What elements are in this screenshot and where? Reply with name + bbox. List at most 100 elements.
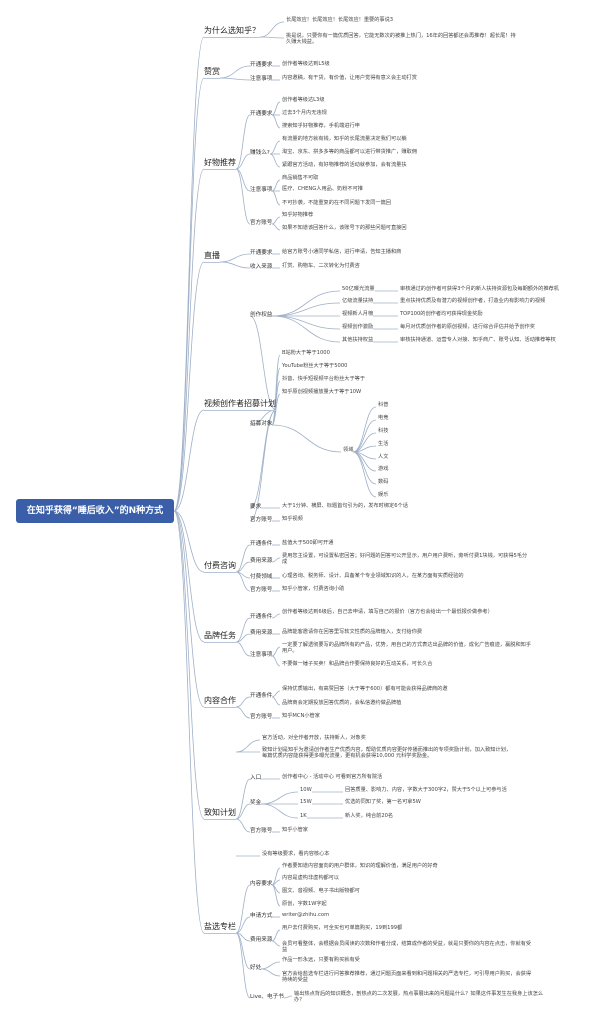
connector-line bbox=[235, 696, 251, 708]
sub-topic: 收入来源 bbox=[250, 264, 273, 270]
leaf-text: 没有等级要求，看内容核心本 bbox=[262, 851, 330, 857]
leaf-text: YouTube粉丝大于等于5000 bbox=[282, 363, 348, 369]
leaf-text: 一定要了解透彻要写的品牌所有的产品，优势，用自己的方式表达出品牌的价值，成化广告… bbox=[282, 642, 532, 654]
leaf-text: 搜索知乎好物推荐，手机端进行申 bbox=[282, 123, 360, 129]
connector-line bbox=[271, 655, 281, 667]
leaf-text: 有流量的地方就有钱，知乎的长尾流量决定我们可以躺 bbox=[282, 136, 407, 142]
sub-topic: 入口 bbox=[250, 775, 262, 781]
domain-label: 领域 bbox=[343, 447, 354, 453]
leaf-text: 品牌商会定期投放回答优质的，会私信邀约做品牌植 bbox=[282, 700, 402, 706]
pair-key: 50亿曝光流量 bbox=[342, 286, 375, 292]
sub-topic: 注意事项 bbox=[250, 652, 273, 658]
sub-topic: 注意事项 bbox=[250, 76, 273, 82]
pair-value: 优选的同知了奖，第一名可拿5W bbox=[345, 799, 421, 805]
connector-line bbox=[235, 778, 251, 820]
leaf-text: 创作者等级达到L5级 bbox=[282, 61, 330, 67]
connector-line bbox=[249, 409, 277, 522]
leaf-text: 内容是虚构非虚构都可以 bbox=[282, 875, 340, 881]
sub-topic: 官方账号 bbox=[250, 828, 273, 834]
sub-topic: 要求 bbox=[250, 504, 262, 510]
sub-topic: 奖金 bbox=[250, 800, 262, 806]
connector-line bbox=[249, 315, 277, 411]
sub-topic: 官方账号 bbox=[250, 220, 273, 226]
connector-line bbox=[259, 21, 285, 38]
pair-value: 审核扶持通道、运营专人对接、知乎商广、账号认知、活动推荐等权 bbox=[400, 337, 556, 343]
leaf-text: 不可抄袭，不能重复的在不同问题下发同一篇回 bbox=[282, 200, 391, 206]
leaf-text: 打赏、购物车、二次转化为付费咨 bbox=[282, 263, 360, 269]
connector-line bbox=[271, 223, 281, 231]
leaf-text: 品牌能客邀请你在回答里写软文性质的品牌植入，支付给你费 bbox=[282, 629, 423, 635]
connector-line bbox=[173, 510, 205, 643]
connector-line bbox=[235, 884, 251, 934]
connector-line bbox=[260, 791, 299, 805]
leaf-text: 抖音、快手短视频平台粉丝大于等于 bbox=[282, 376, 366, 382]
sub-topic: 费用来源 bbox=[250, 558, 273, 564]
pair-value: 回答质量、影响力、内容，字数大于300字2，赞大于5个以上可参与活 bbox=[345, 787, 507, 793]
leaf-text: 紧跟官方活动，有好物推荐的活动就参加，会有流量扶 bbox=[282, 162, 407, 168]
connector-line bbox=[271, 367, 281, 426]
sub-topic: 开通要求 bbox=[250, 62, 273, 68]
branch-brand-task: 品牌任务 bbox=[204, 631, 236, 644]
connector-line bbox=[271, 101, 281, 116]
branch-live-stream: 直播 bbox=[204, 251, 220, 264]
leaf-text: 淘宝、京东、拼多多等的商品都可以进行带货推广，赚取佣 bbox=[282, 149, 417, 155]
pair-value: 重点扶持优质及有潜力的视频创作者，打造业内有影响力的视频 bbox=[400, 298, 546, 304]
sub-topic: 付费领域 bbox=[250, 574, 273, 580]
connector-line bbox=[173, 77, 205, 512]
leaf-text: 医疗、CHENG人用品、奶粉不可推 bbox=[282, 186, 363, 192]
leaf-text: 会员可看整体，会根据会员阅读的次数和作者分成，结算成作者的受益，就是只要你的内容… bbox=[282, 941, 532, 953]
connector-line bbox=[235, 571, 251, 592]
branch-tip-reward: 赞赏 bbox=[204, 67, 220, 80]
sub-topic: 开通条件 bbox=[250, 541, 273, 547]
connector-line bbox=[235, 739, 261, 753]
sub-topic: 开通条件 bbox=[250, 614, 273, 620]
connector-line bbox=[271, 315, 341, 330]
connector-line bbox=[271, 424, 342, 453]
sub-topic: 官方账号 bbox=[250, 517, 273, 523]
domain-item: 人文 bbox=[378, 454, 389, 460]
leaf-text: 原创，字数1W字起 bbox=[282, 901, 327, 907]
connector-line bbox=[173, 510, 205, 934]
connector-line bbox=[235, 617, 251, 643]
branch-video-creator-plan: 视频创作者招募计划 bbox=[204, 399, 276, 412]
sub-topic: 注意事项 bbox=[250, 187, 273, 193]
connector-line bbox=[219, 77, 251, 81]
connector-line bbox=[173, 261, 205, 512]
leaf-text: 知乎小管家，付费咨询小助 bbox=[282, 586, 345, 592]
domain-item: 科技 bbox=[378, 428, 389, 434]
pair-key: 亿级流量扶持 bbox=[342, 298, 374, 304]
connector-line bbox=[271, 884, 281, 907]
connector-line bbox=[271, 690, 281, 698]
connector-line bbox=[235, 916, 251, 934]
leaf-text: 官方活动，对全作者开放，扶持新人，对象奖 bbox=[262, 735, 366, 741]
pair-value: 每月对优质创作者的原创视频，进行综合评估并给予创作奖 bbox=[400, 324, 535, 330]
leaf-text: 保持优质输出，有高赞回答（大于等于600）都有可能会获得品牌商的邀 bbox=[282, 686, 448, 692]
leaf-text: 商品销售不可取 bbox=[282, 175, 319, 181]
pair-value: TOP100的创作者均可获得现金奖励 bbox=[400, 311, 483, 317]
sub-topic: 费用来源 bbox=[250, 937, 273, 943]
sub-topic: Live、电子书 bbox=[250, 994, 284, 1000]
branch-zhizhi-plan: 致知计划 bbox=[204, 808, 236, 821]
leaf-text: 知乎原创视频播放量大于等于10W bbox=[282, 389, 362, 395]
connector-line bbox=[271, 393, 281, 426]
connector-line bbox=[235, 641, 251, 657]
connector-line bbox=[235, 633, 251, 643]
leaf-text: 作品一形永远，只要有购买就有受 bbox=[282, 957, 360, 963]
connector-line bbox=[271, 613, 281, 619]
connector-line bbox=[235, 706, 251, 719]
pair-key: 10W bbox=[300, 787, 312, 793]
connector-line bbox=[173, 510, 205, 708]
sub-topic: 官方账号 bbox=[250, 587, 273, 593]
pair-value: 新人奖，纯合前20名 bbox=[345, 813, 394, 819]
connector-line bbox=[271, 557, 281, 563]
connector-line bbox=[173, 409, 205, 512]
connector-line bbox=[260, 961, 281, 970]
leaf-text: writer@zhihu.com bbox=[282, 912, 330, 918]
branch-yanxuan-column: 盐选专栏 bbox=[204, 922, 236, 935]
domain-item: 电竞 bbox=[378, 415, 389, 421]
connector-line bbox=[219, 253, 251, 263]
leaf-text: 官方会给盐选专栏进行问答推荐推荐，通过问题页面来看到和问题相关的严选专栏，可引导… bbox=[282, 971, 532, 983]
connector-line bbox=[259, 36, 285, 39]
pair-key: 1K bbox=[300, 813, 307, 819]
